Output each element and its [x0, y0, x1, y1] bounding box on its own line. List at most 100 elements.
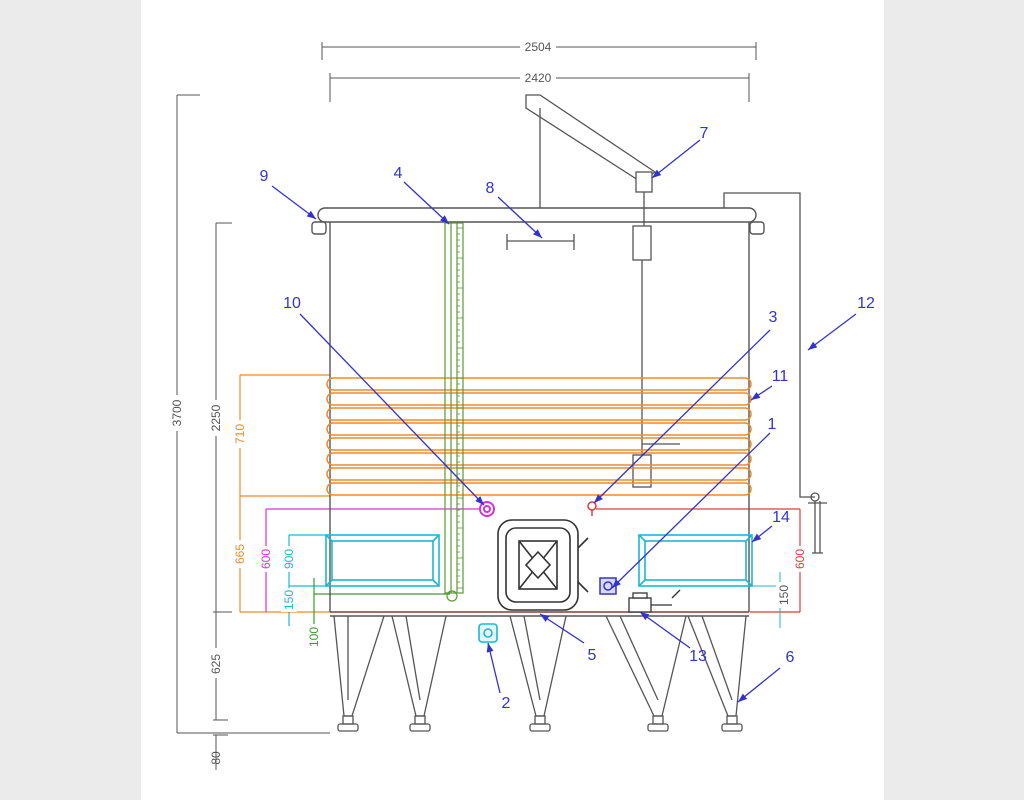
callout-14: 14	[772, 509, 790, 526]
green-bottom-label: 100	[307, 627, 321, 647]
callout-12: 12	[857, 295, 875, 312]
outlet-port-10	[479, 501, 495, 517]
callout-4: 4	[394, 165, 403, 182]
red-zone-bracket	[596, 508, 801, 613]
green-dim-bracket	[313, 578, 450, 650]
callout-10: 10	[283, 295, 301, 312]
callout-arrowhead	[486, 643, 494, 653]
callout-arrowhead	[808, 341, 818, 350]
pink-zone-label: 600	[259, 549, 273, 569]
callout-leader	[403, 181, 450, 225]
leg-brace	[405, 615, 421, 701]
leg-foot	[647, 723, 669, 732]
leg-foot	[529, 723, 551, 732]
callout-leader	[497, 196, 543, 239]
coil-zone-bracket	[239, 374, 330, 613]
leg-stem	[726, 715, 738, 725]
dimension-overall-width-label: 2504	[525, 40, 552, 54]
leg-brace	[523, 615, 541, 701]
sample-valve-3	[587, 501, 597, 516]
leg-foot	[721, 723, 743, 732]
lid-handle	[506, 234, 575, 250]
callout-5: 5	[588, 647, 597, 664]
callout-arrowhead	[440, 215, 449, 224]
leg-stem	[534, 715, 546, 725]
callout-leader	[807, 313, 857, 351]
callout-7: 7	[700, 125, 709, 142]
callout-arrowhead	[612, 579, 621, 588]
leg	[333, 615, 385, 717]
level-gauge	[444, 222, 464, 602]
callout-arrowhead	[751, 392, 761, 400]
callout-leader	[611, 432, 771, 589]
callout-arrowhead	[533, 229, 542, 238]
leg	[687, 615, 747, 717]
coil-turn	[326, 452, 752, 466]
callout-3: 3	[769, 309, 778, 326]
callout-arrowhead	[306, 210, 316, 219]
callout-arrowhead	[475, 496, 484, 505]
leg	[605, 615, 687, 717]
level-gauge-scale	[457, 227, 463, 589]
callout-arrowhead	[540, 614, 550, 622]
coil-turn	[326, 407, 752, 421]
right-bottom-bracket	[752, 572, 781, 628]
callout-9: 9	[260, 168, 269, 185]
right-bottom-label: 150	[777, 585, 791, 605]
callout-arrowhead	[640, 612, 650, 621]
manhole-door	[497, 519, 589, 611]
callout-leaders	[271, 139, 857, 703]
dimension-body-height-label: 2250	[209, 404, 223, 431]
callout-arrowhead	[738, 693, 748, 702]
pink-zone-bracket	[265, 508, 480, 612]
coil-height-label: 710	[233, 424, 247, 444]
callout-labels: 1 2 3 4 5 6 7 8 9 10 11 12 13 14	[260, 125, 875, 712]
callout-1: 1	[768, 416, 777, 433]
callout-leader	[271, 185, 317, 220]
leg	[391, 615, 447, 717]
coil-turn	[326, 422, 752, 436]
dimension-leg-height-label: 625	[209, 654, 223, 674]
callout-6: 6	[786, 649, 795, 666]
leg-foot	[337, 723, 359, 732]
dimension-total-height-label: 3700	[170, 399, 184, 426]
leg-stem	[342, 715, 354, 725]
cooling-coil	[326, 377, 752, 496]
tank-body	[329, 222, 750, 617]
dimension-body-width-label: 2420	[525, 71, 552, 85]
leg-foot	[409, 723, 431, 732]
callout-arrowhead	[652, 169, 662, 178]
callout-leader	[593, 329, 771, 504]
callout-2: 2	[502, 695, 511, 712]
callout-leader	[299, 313, 485, 506]
cooling-jacket-right	[638, 534, 753, 587]
dimension-foot-height	[213, 734, 228, 770]
tank-lid	[311, 207, 765, 235]
callout-arrowhead	[752, 533, 762, 542]
coil-turn	[326, 467, 752, 481]
callout-11: 11	[772, 368, 789, 385]
agitator-arm	[525, 94, 680, 488]
cooling-jacket-left	[325, 534, 440, 587]
side-pipe	[723, 192, 827, 554]
drawing-sheet: 2504 2420 3700 2250 625 80 710 665	[141, 0, 884, 800]
coil-turn	[326, 482, 752, 496]
cyan-zone-label: 900	[282, 549, 296, 569]
callout-leader	[737, 667, 781, 703]
valve-13	[628, 589, 681, 613]
callout-arrowhead	[594, 494, 603, 503]
coil-to-bottom-label: 665	[233, 544, 247, 564]
coil-turn	[326, 377, 752, 391]
right-zone-label: 600	[793, 549, 807, 569]
leg-brace	[619, 615, 659, 701]
dimension-foot-height-label: 80	[209, 751, 223, 765]
coil-turn	[326, 392, 752, 406]
bottom-valve-2	[478, 623, 498, 643]
leg-brace	[701, 615, 733, 701]
leg-stem	[414, 715, 426, 725]
leg-stem	[652, 715, 664, 725]
tank-technical-drawing: 2504 2420 3700 2250 625 80 710 665	[168, 40, 875, 770]
cyan-bottom-label: 150	[282, 590, 296, 610]
callout-13: 13	[689, 648, 707, 665]
tank-legs	[333, 615, 747, 732]
